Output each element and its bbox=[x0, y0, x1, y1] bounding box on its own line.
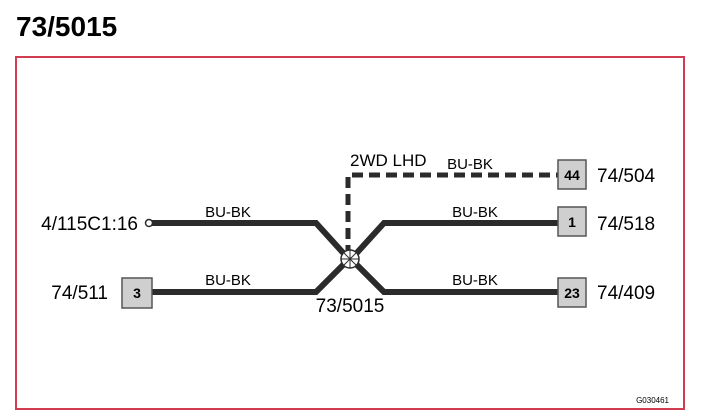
diagram-frame bbox=[15, 56, 685, 410]
connector-label: 74/518 bbox=[597, 214, 655, 235]
pin-number: 23 bbox=[564, 285, 580, 301]
wire-color-label: BU-BK bbox=[205, 272, 251, 289]
pin-number: 44 bbox=[564, 167, 580, 183]
wire-right-bottom bbox=[351, 259, 558, 295]
connector-label: 74/511 bbox=[51, 283, 108, 304]
pin-number: 3 bbox=[133, 285, 141, 301]
page-title: 73/5015 bbox=[16, 11, 117, 42]
wire-left-top bbox=[152, 220, 349, 259]
connector-label: 4/115C1:16 bbox=[41, 214, 138, 235]
wire-color-label: BU-BK bbox=[205, 204, 251, 221]
pin-box-right-top: 44 bbox=[557, 159, 587, 190]
pin-box-left-bottom: 3 bbox=[121, 277, 153, 309]
figure-code: G030461 bbox=[636, 396, 669, 405]
variant-label: 2WD LHD bbox=[350, 151, 427, 170]
wire-right-dashed bbox=[345, 172, 558, 256]
pin-box-right-bottom: 23 bbox=[557, 277, 587, 308]
pin-number: 1 bbox=[568, 214, 576, 230]
splice-icon bbox=[340, 249, 360, 269]
pin-box-right-middle: 1 bbox=[557, 206, 587, 237]
wire-color-label: BU-BK bbox=[452, 204, 498, 221]
ring-icon bbox=[144, 218, 154, 228]
connector-label: 74/409 bbox=[597, 283, 655, 304]
wire-right-middle bbox=[351, 220, 558, 259]
wire-color-label: BU-BK bbox=[447, 156, 493, 173]
connector-label: 74/504 bbox=[597, 166, 656, 187]
splice-label: 73/5015 bbox=[316, 296, 385, 317]
wire-color-label: BU-BK bbox=[452, 272, 498, 289]
wire-left-bottom bbox=[152, 259, 349, 295]
